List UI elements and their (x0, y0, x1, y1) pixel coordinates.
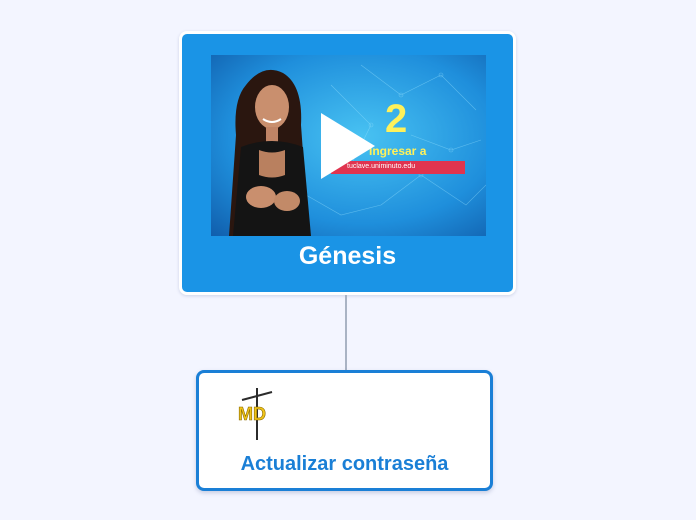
thumbnail-step-number: 2 (385, 97, 408, 141)
thumbnail-caption: Ingresar a (369, 144, 427, 158)
svg-text:MD: MD (238, 404, 266, 424)
thumbnail-url-text: tuclave.uniminuto.edu (347, 163, 416, 170)
video-thumbnail[interactable]: 2 Ingresar a tuclave.uniminuto.edu (211, 55, 486, 236)
video-scene (211, 55, 486, 236)
topic-title: Génesis (298, 242, 397, 270)
md-logo-icon: MD (238, 388, 273, 440)
thumbnail-url-bar (331, 161, 465, 174)
topic-genesis[interactable]: 2 Ingresar a tuclave.uniminuto.edu Génes… (179, 31, 516, 295)
topic-title: Actualizar contraseña (240, 453, 449, 475)
topic-actualizar-contrasena[interactable]: MD Actualizar contraseña (196, 370, 493, 491)
play-icon[interactable] (319, 111, 377, 181)
presenter-figure (229, 69, 311, 236)
topic-connector (345, 295, 347, 370)
